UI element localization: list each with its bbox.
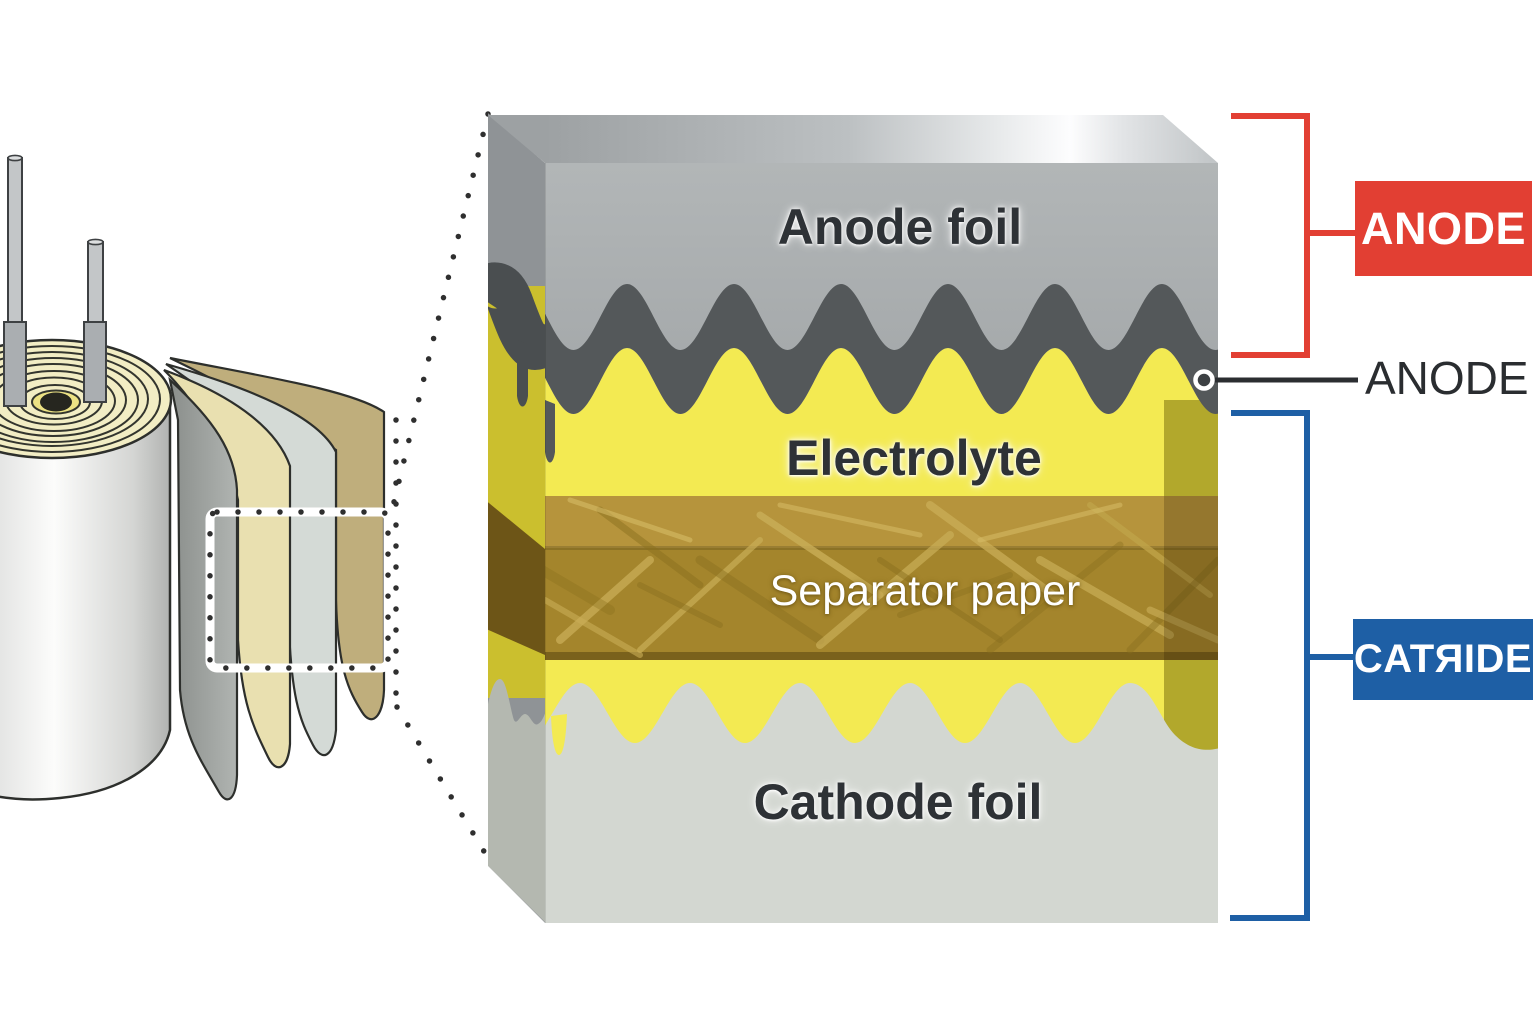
block-top-face	[488, 115, 1218, 163]
winding-rings	[0, 345, 161, 453]
selection-box	[205, 507, 393, 673]
cathode-badge: CATЯIDE	[1353, 619, 1533, 700]
cathode-foil-layer	[545, 683, 1218, 923]
block-front-face	[545, 163, 1218, 923]
anode-pointer	[1193, 369, 1358, 391]
unrolled-layer-sheets	[163, 356, 386, 801]
anode-pointer-dot	[1193, 369, 1215, 391]
oxide-wave-layer	[545, 284, 1218, 463]
sheet-gray	[168, 376, 239, 801]
block-left-face	[488, 113, 545, 923]
lead-pin-right	[83, 238, 107, 403]
core-hole	[40, 392, 72, 412]
cathode-bracket	[1230, 410, 1353, 921]
anode-callout-label: ANODE	[1365, 352, 1529, 404]
capacitor-roll	[0, 154, 173, 801]
anode-bracket	[1231, 113, 1357, 358]
layer-stack-block	[488, 113, 1218, 923]
roll-body	[0, 398, 172, 801]
separator-fiber-texture	[545, 497, 1218, 658]
lead-pin-left	[3, 154, 27, 407]
magnification-guide-dots	[390, 111, 491, 861]
electrolyte-drip	[551, 714, 567, 755]
anode-badge: ANODE	[1355, 181, 1532, 276]
separator-layer	[545, 496, 1218, 660]
